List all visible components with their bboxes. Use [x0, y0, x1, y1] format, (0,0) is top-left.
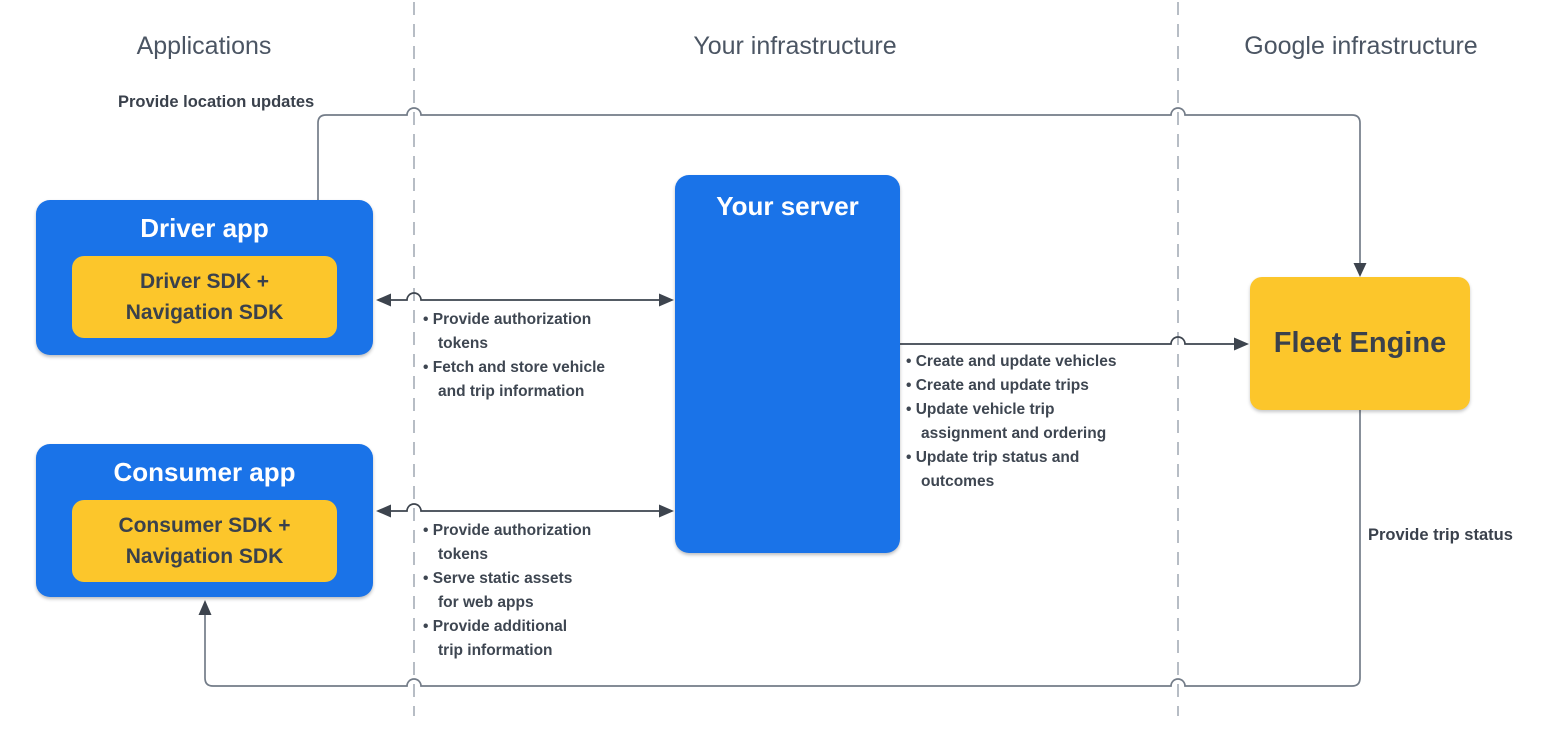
your-server-title: Your server: [716, 191, 859, 221]
driver-app-title: Driver app: [140, 213, 269, 243]
edge-driver-server: [390, 292, 660, 301]
driver-sdk-box: Driver SDK + Navigation SDK: [72, 256, 337, 338]
consumer-sdk-box: Consumer SDK + Navigation SDK: [72, 500, 337, 582]
bullet-item: Provide additional trip information: [423, 615, 655, 663]
column-header-your-infrastructure: Your infrastructure: [693, 32, 897, 60]
edge-trip-status: [204, 410, 1361, 687]
bullet-item: Provide authorization tokens: [423, 308, 655, 356]
bullet-item: Provide authorization tokens: [423, 519, 655, 567]
bullet-item: Create and update trips: [906, 374, 1170, 398]
column-header-google-infrastructure: Google infrastructure: [1244, 32, 1478, 60]
your-server-node: Your server: [675, 175, 900, 553]
fleet-engine-node: Fleet Engine: [1250, 277, 1470, 410]
driver-app-node: Driver app Driver SDK + Navigation SDK: [36, 200, 373, 355]
bullet-item: Serve static assets for web apps: [423, 567, 655, 615]
arrowhead-server-right-bottom: [659, 504, 674, 518]
location-updates-label: Provide location updates: [118, 93, 315, 111]
consumer-app-node: Consumer app Consumer SDK + Navigation S…: [36, 444, 373, 597]
arrowhead-fleet-left: [1234, 337, 1249, 351]
consumer-app-title: Consumer app: [113, 457, 296, 487]
server-fleet-bullets: Create and update vehiclesCreate and upd…: [906, 350, 1170, 494]
bullet-item: Fetch and store vehicle and trip informa…: [423, 356, 655, 404]
edge-consumer-server: [390, 503, 660, 512]
arrowhead-consumer-left: [376, 504, 391, 518]
arrowhead-server-right-top: [659, 293, 674, 307]
trip-status-label: Provide trip status: [1368, 526, 1513, 544]
column-header-applications: Applications: [136, 32, 272, 60]
arrowhead-driver-left: [376, 293, 391, 307]
edge-server-fleet: [900, 336, 1235, 345]
bullet-item: Update trip status and outcomes: [906, 446, 1170, 494]
arrowhead-fleet-top: [1353, 263, 1367, 277]
bullet-item: Create and update vehicles: [906, 350, 1170, 374]
consumer-server-bullets: Provide authorization tokensServe static…: [423, 519, 655, 663]
arrowhead-consumer-bottom: [198, 600, 212, 615]
edge-location-updates: [317, 107, 1361, 263]
driver-server-bullets: Provide authorization tokensFetch and st…: [423, 308, 655, 404]
bullet-item: Update vehicle trip assignment and order…: [906, 398, 1170, 446]
